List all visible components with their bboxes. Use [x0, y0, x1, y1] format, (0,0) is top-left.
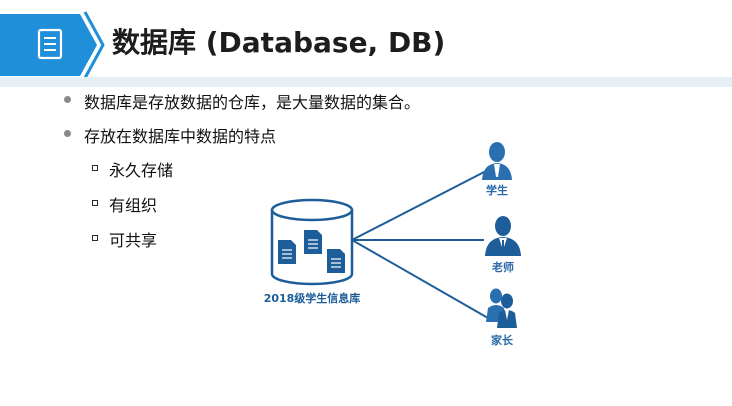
parent-label: 家长: [491, 334, 513, 347]
database-label: 2018级学生信息库: [263, 292, 361, 305]
sub-bullet-square-2: [92, 200, 98, 206]
bullet-dot-2: [64, 130, 71, 137]
connector-parent: [351, 239, 489, 319]
sub-bullet-text-3: 可共享: [109, 231, 158, 250]
teacher-label: 老师: [492, 261, 514, 274]
document-icon-3: [327, 249, 345, 273]
sub-bullet-text-1: 永久存储: [109, 161, 174, 180]
document-icon-2: [304, 230, 322, 254]
page-title: 数据库 (Database, DB): [112, 26, 446, 59]
bullet-dot-1: [64, 96, 71, 103]
teacher-icon: [485, 216, 521, 256]
sub-bullet-square-3: [92, 235, 98, 241]
title-band: [0, 0, 732, 90]
bullet-text-2: 存放在数据库中数据的特点: [84, 127, 277, 146]
document-icon-1: [278, 240, 296, 264]
student-label: 学生: [486, 184, 508, 197]
sub-bullet-text-2: 有组织: [109, 196, 158, 215]
title-chevron-outline: [83, 11, 105, 79]
sub-bullet-square-1: [92, 165, 98, 171]
student-icon: [482, 142, 512, 180]
parent-icon: [486, 288, 517, 328]
title-band-graphic: [0, 11, 732, 87]
document-list-icon: [37, 28, 63, 60]
bullet-text-1: 数据库是存放数据的仓库，是大量数据的集合。: [84, 93, 421, 112]
connector-student: [351, 169, 489, 241]
